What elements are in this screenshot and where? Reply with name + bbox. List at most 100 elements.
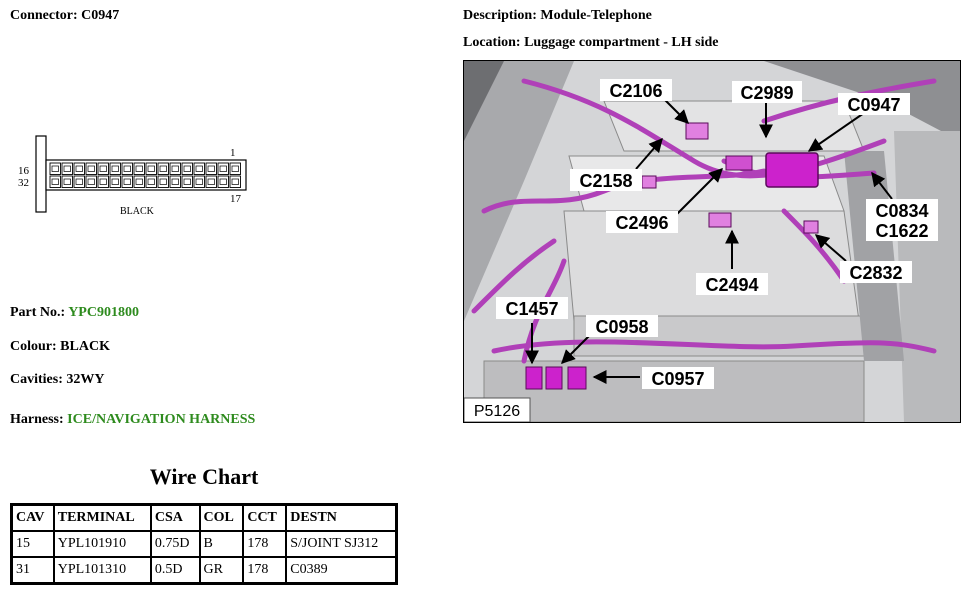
pin-cavity bbox=[193, 162, 205, 175]
cell-col: B bbox=[199, 531, 244, 557]
pin-terminal bbox=[219, 178, 227, 185]
pin-terminal bbox=[111, 178, 119, 185]
pin-cavity bbox=[229, 162, 241, 175]
callout-c0834: C0834 bbox=[866, 199, 938, 221]
description-label: Description: bbox=[463, 8, 541, 23]
colour-line: Colour: BLACK bbox=[10, 339, 110, 355]
header-cct: CCT bbox=[243, 505, 287, 531]
location-value: Luggage compartment - LH side bbox=[524, 35, 719, 50]
cell-csa: 0.75D bbox=[150, 531, 200, 557]
harness-value: ICE/NAVIGATION HARNESS bbox=[67, 412, 256, 427]
cell-csa: 0.5D bbox=[150, 557, 200, 583]
table-row: 31 YPL101310 0.5D GR 178 C0389 bbox=[12, 557, 396, 583]
pin-cavity bbox=[61, 162, 73, 175]
pin-terminal bbox=[207, 165, 215, 172]
pin-terminal bbox=[159, 165, 167, 172]
pin-terminal bbox=[219, 165, 227, 172]
callout-c2106: C2106 bbox=[600, 79, 672, 101]
pin-cavity bbox=[109, 175, 121, 188]
callout-c0947: C0947 bbox=[838, 93, 910, 115]
pin-label-32: 32 bbox=[18, 177, 29, 189]
pin-cavity bbox=[205, 162, 217, 175]
callout-c2494: C2494 bbox=[696, 273, 768, 295]
callout-c2832-text: C2832 bbox=[849, 263, 902, 283]
pin-terminal bbox=[63, 178, 71, 185]
callout-c0958: C0958 bbox=[586, 315, 658, 337]
harness-line: Harness: ICE/NAVIGATION HARNESS bbox=[10, 412, 255, 428]
wire-chart-header-row: CAV TERMINAL CSA COL CCT DESTN bbox=[12, 505, 396, 531]
cell-destn: S/JOINT SJ312 bbox=[286, 531, 396, 557]
pin-label-17: 17 bbox=[230, 193, 242, 205]
callout-c1457: C1457 bbox=[496, 297, 568, 319]
pin-terminal bbox=[171, 178, 179, 185]
part-number-line: Part No.: YPC901800 bbox=[10, 305, 139, 321]
pin-cavity bbox=[145, 162, 157, 175]
callout-c2989-text: C2989 bbox=[740, 83, 793, 103]
pin-terminal bbox=[171, 165, 179, 172]
cell-destn: C0389 bbox=[286, 557, 396, 583]
cell-cav: 15 bbox=[12, 531, 54, 557]
pin-cavity bbox=[97, 175, 109, 188]
description-value: Module-Telephone bbox=[540, 8, 652, 23]
pin-cavity bbox=[157, 175, 169, 188]
pin-terminal bbox=[147, 165, 155, 172]
part-number-value: YPC901800 bbox=[68, 305, 139, 320]
cavities-value: 32WY bbox=[66, 372, 105, 387]
cell-cav: 31 bbox=[12, 557, 54, 583]
pin-cavity bbox=[229, 175, 241, 188]
colour-value: BLACK bbox=[60, 339, 110, 354]
pin-terminal bbox=[99, 165, 107, 172]
pin-terminal bbox=[63, 165, 71, 172]
pin-terminal bbox=[111, 165, 119, 172]
pin-cavity bbox=[109, 162, 121, 175]
callout-c0947-text: C0947 bbox=[847, 95, 900, 115]
pin-cavity bbox=[217, 162, 229, 175]
callout-c2832: C2832 bbox=[840, 261, 912, 283]
pin-cavity bbox=[205, 175, 217, 188]
pin-label-16: 16 bbox=[18, 165, 30, 177]
callout-c2496: C2496 bbox=[606, 211, 678, 233]
callout-c1622-text: C1622 bbox=[875, 221, 928, 241]
pin-terminal bbox=[99, 178, 107, 185]
pin-terminal bbox=[147, 178, 155, 185]
callout-c0957: C0957 bbox=[642, 367, 714, 389]
pin-cavity bbox=[217, 175, 229, 188]
header-destn: DESTN bbox=[286, 505, 396, 531]
wire-chart-table: CAV TERMINAL CSA COL CCT DESTN 15 YPL101… bbox=[10, 503, 398, 585]
pin-cavity bbox=[193, 175, 205, 188]
pin-terminal bbox=[183, 165, 191, 172]
pin-terminal bbox=[123, 178, 131, 185]
location-photo: C2106 C2989 C0947 C2158 C2496 C0834 C162… bbox=[463, 60, 961, 423]
description-line: Description: Module-Telephone bbox=[463, 8, 652, 24]
pin-terminal bbox=[195, 178, 203, 185]
pin-cavity bbox=[121, 175, 133, 188]
header-col: COL bbox=[199, 505, 244, 531]
table-row: 15 YPL101910 0.75D B 178 S/JOINT SJ312 bbox=[12, 531, 396, 557]
part-number-label: Part No.: bbox=[10, 305, 69, 320]
pin-terminal bbox=[135, 165, 143, 172]
pin-cavity bbox=[49, 162, 61, 175]
harness-label: Harness: bbox=[10, 412, 68, 427]
callout-c0834-text: C0834 bbox=[875, 201, 928, 221]
photo-reference: P5126 bbox=[474, 403, 520, 420]
callout-c2106-text: C2106 bbox=[609, 81, 662, 101]
callout-c2496-text: C2496 bbox=[615, 213, 668, 233]
callout-c0957-text: C0957 bbox=[651, 369, 704, 389]
cavities-line: Cavities: 32WY bbox=[10, 372, 105, 388]
pin-cavity bbox=[169, 162, 181, 175]
pin-cavity bbox=[145, 175, 157, 188]
wire-chart-title: Wire Chart bbox=[149, 464, 259, 489]
pin-terminal bbox=[231, 178, 239, 185]
pin-cavity bbox=[181, 162, 193, 175]
pin-terminal bbox=[135, 178, 143, 185]
location-line: Location: Luggage compartment - LH side bbox=[463, 35, 719, 51]
pin-cavity bbox=[133, 175, 145, 188]
pin-terminal bbox=[159, 178, 167, 185]
pin-terminal bbox=[87, 165, 95, 172]
pin-grid bbox=[49, 162, 241, 188]
cell-terminal: YPL101910 bbox=[53, 531, 151, 557]
callout-c2158-text: C2158 bbox=[579, 171, 632, 191]
pin-cavity bbox=[85, 162, 97, 175]
pin-cavity bbox=[181, 175, 193, 188]
pin-cavity bbox=[169, 175, 181, 188]
